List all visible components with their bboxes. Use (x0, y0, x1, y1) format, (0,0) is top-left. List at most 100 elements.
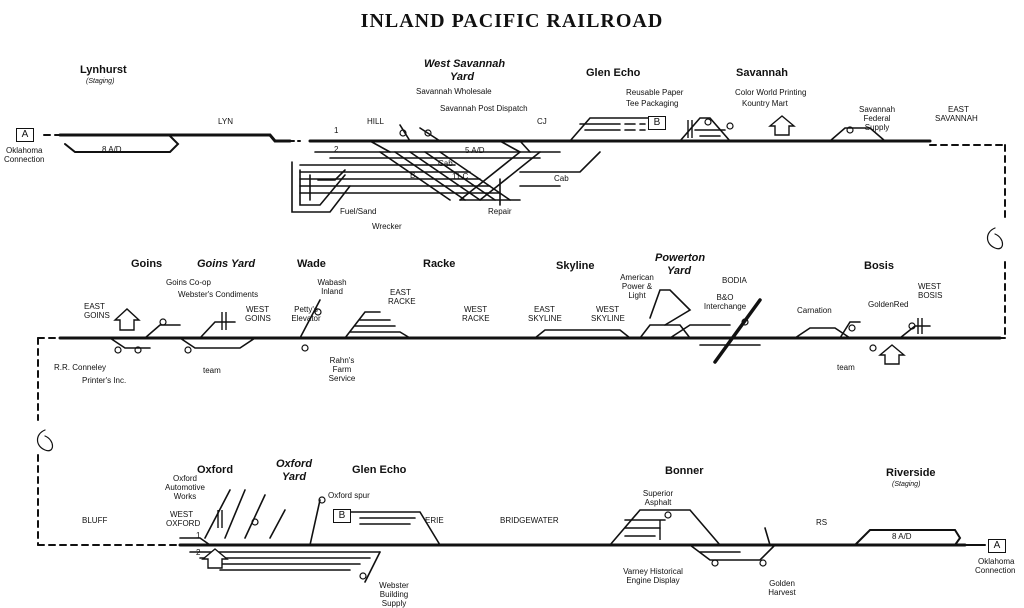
glen-echo-row3-label: Glen Echo (352, 464, 407, 476)
savannah-wholesale-label: Savannah Wholesale (416, 87, 492, 96)
reusable-paper-spot (704, 118, 712, 126)
segment-rs: RS (816, 518, 828, 527)
riverside-staging-track (854, 529, 962, 546)
bonner-label: Bonner (665, 465, 704, 477)
west-savannah-yard-tracks (291, 124, 601, 213)
oxford-yard-label-2: Yard (282, 471, 307, 483)
wade-label: Wade (297, 258, 326, 270)
west-oxford-2: OXFORD (166, 519, 201, 528)
kountry-mart-spot (726, 122, 734, 130)
wade-racke-tracks (299, 299, 411, 339)
lynhurst-note: (Staging) (86, 78, 115, 85)
oxford-automotive-spot (251, 518, 259, 526)
goins-yard-label: Goins Yard (197, 258, 256, 270)
savannah-federal-supply-label: Savannah Federal Supply (858, 105, 896, 132)
segment-cj: CJ (537, 117, 547, 126)
riverside-label: Riverside (886, 467, 936, 479)
glen-echo-row1-tracks (569, 117, 656, 142)
savannah-federal-spot (846, 126, 854, 134)
segment-lyn: LYN (218, 117, 233, 126)
goins-signal-icon (221, 312, 227, 330)
savannah-post-dispatch-label: Savannah Post Dispatch (440, 104, 528, 113)
powerton-yard-label-2: Yard (667, 265, 692, 277)
oxford-signal-icon (217, 510, 223, 528)
east-skyline-2: SKYLINE (528, 314, 562, 323)
west-return-loop (36, 429, 54, 452)
east-racke-2: RACKE (388, 297, 416, 306)
oxford-yard-label-1: Oxford (276, 458, 313, 470)
goldenred-label: GoldenRed (868, 300, 909, 309)
west-racke-2: RACKE (462, 314, 490, 323)
west-bosis-1: WEST (918, 282, 942, 291)
webster-building-supply-label: Webster Building Supply (379, 581, 409, 608)
american-power-light-label: American Power & Light (620, 273, 654, 300)
riverside-note: (Staging) (892, 481, 921, 488)
east-racke-1: EAST (390, 288, 411, 297)
east-goins-2: GOINS (84, 311, 110, 320)
goins-team-spot (184, 346, 192, 354)
pettys-elevator-label: Petty's Elevator (291, 305, 321, 323)
oxford-spur-label: Oxford spur (328, 491, 370, 500)
rr-conneley-label: R.R. Conneley (54, 363, 107, 372)
goldenred-spot (908, 322, 916, 330)
printers-inc-spot (134, 346, 142, 354)
glen-echo-signal-icon (687, 120, 693, 138)
oklahoma-left-1: Oklahoma (6, 146, 43, 155)
golden-harvest-spot (759, 559, 767, 567)
goins-team-label: team (203, 366, 221, 375)
superior-asphalt-spot (664, 511, 672, 519)
bo-interchange-spot (741, 318, 749, 326)
segment-bluff: BLUFF (82, 516, 108, 525)
glen-echo-row3-box-b: B (333, 509, 351, 523)
wrecker-label: Wrecker (372, 222, 402, 231)
tee-packaging-label: Tee Packaging (626, 99, 679, 108)
conneley-spot (114, 346, 122, 354)
golden-harvest-label: Golden Harvest (768, 579, 796, 597)
bosis-team-spot (869, 344, 877, 352)
track-number-2: 2 (334, 145, 339, 154)
goins-coop-spot (159, 318, 167, 326)
track-number-1: 1 (334, 126, 339, 135)
bonner-tracks (609, 509, 776, 561)
cab-label-1: Cab (438, 159, 453, 168)
east-savannah-2: SAVANNAH (935, 114, 978, 123)
printers-inc-label: Printer's Inc. (82, 376, 127, 385)
kountry-mart-label: Kountry Mart (742, 99, 788, 108)
savannah-wholesale-spot (399, 129, 407, 137)
bodia-label: BODIA (722, 276, 747, 285)
lynhurst-staging-track (64, 135, 180, 153)
connector-a-right: A (988, 539, 1006, 553)
west-savannah-yard-label-1: West Savannah (424, 58, 506, 70)
pettys-elevator-spot (314, 308, 322, 316)
west-goins-2: GOINS (245, 314, 271, 323)
goins-label: Goins (131, 258, 163, 270)
bosis-label: Bosis (864, 260, 894, 272)
west-racke-1: WEST (464, 305, 488, 314)
riverside-track-label: 8 A/D (892, 532, 912, 541)
oklahoma-right-2: Connection (975, 566, 1016, 575)
powerton-tracks (534, 289, 761, 346)
segment-hill: HILL (367, 117, 384, 126)
segment-bridgewater: BRIDGEWATER (500, 516, 559, 525)
savannah-tracks (679, 117, 886, 142)
websters-condiments-1: Webster's Condiments (178, 290, 259, 299)
lynhurst-track-label: 8 A/D (102, 145, 122, 154)
varney-display-spot (711, 559, 719, 567)
east-skyline-1: EAST (534, 305, 555, 314)
cab-label-2: Cab (554, 174, 569, 183)
connector-a-left: A (16, 128, 34, 142)
east-savannah-1: EAST (948, 105, 969, 114)
rahns-farm-spot (301, 344, 309, 352)
oklahoma-left-2: Connection (4, 155, 45, 164)
west-bosis-2: BOSIS (918, 291, 943, 300)
bodia-crossing (713, 298, 762, 364)
reusable-paper-label: Reusable Paper (626, 88, 684, 97)
varney-display-label: Varney Historical Engine Display (623, 567, 683, 585)
row3-track-number-2: 2 (196, 548, 201, 557)
superior-asphalt-label: Superior Asphalt (642, 489, 674, 507)
west-oxford-1: WEST (170, 510, 194, 519)
east-return-loop (986, 227, 1004, 250)
east-goins-1: EAST (84, 302, 105, 311)
lynhurst-label: Lynhurst (80, 64, 127, 76)
row3-track-number-1: 1 (196, 531, 201, 540)
